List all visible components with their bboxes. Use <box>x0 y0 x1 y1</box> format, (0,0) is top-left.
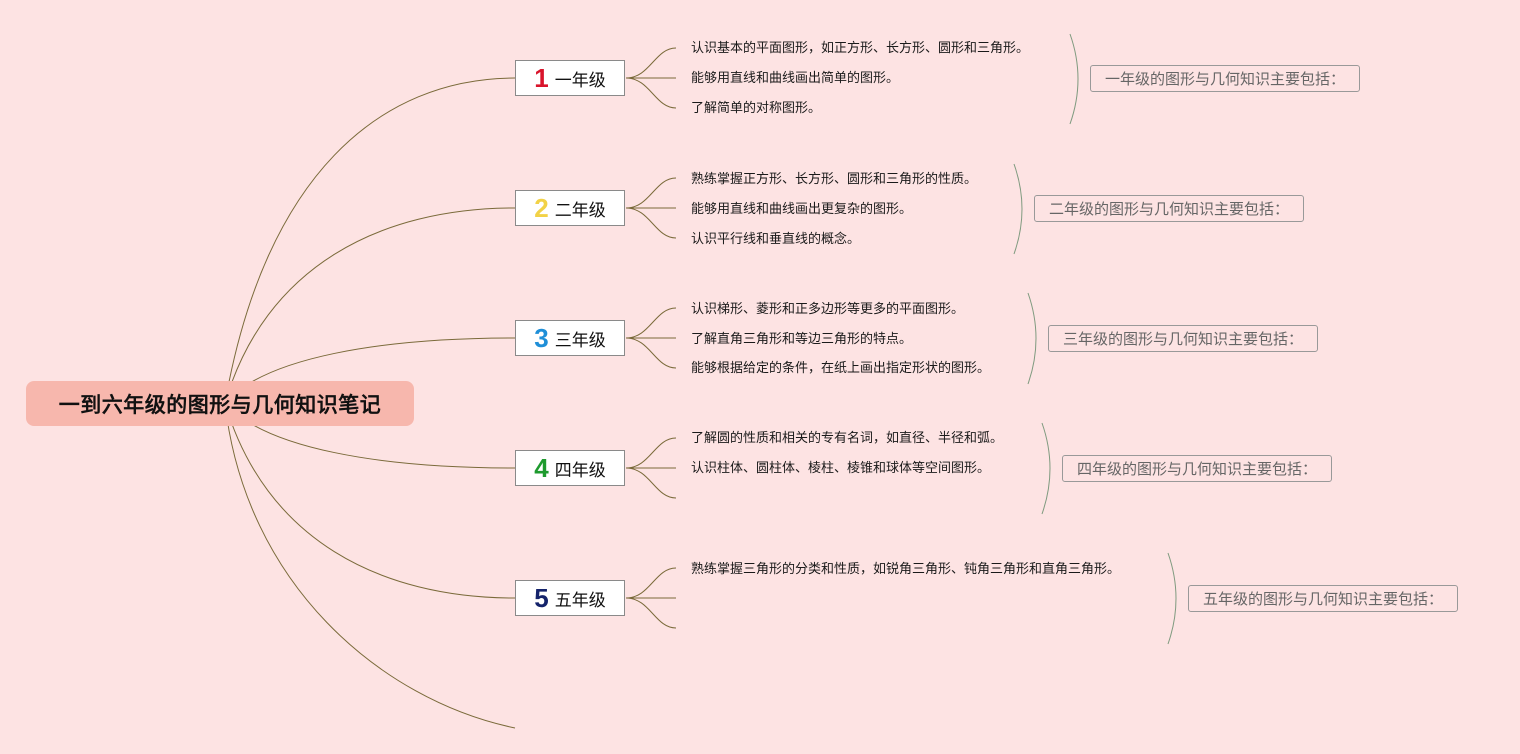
grade-1-branch-3 <box>625 77 677 109</box>
root-to-grade-2-line <box>224 207 516 404</box>
grade-2-item-2: 能够用直线和曲线画出更复杂的图形。 <box>691 202 913 217</box>
grade-1-branch-1 <box>625 47 677 79</box>
grade-2-summary[interactable]: 二年级的图形与几何知识主要包括： <box>1034 195 1305 222</box>
grade-node-5[interactable]: 5 五年级 <box>515 580 625 616</box>
grade-label-3: 三年级 <box>554 330 606 351</box>
grade-3-summary[interactable]: 三年级的图形与几何知识主要包括： <box>1048 325 1319 352</box>
grade-4-summary[interactable]: 四年级的图形与几何知识主要包括： <box>1062 455 1333 482</box>
grade-2-branch-1 <box>625 177 677 209</box>
grade-1-item-2: 能够用直线和曲线画出简单的图形。 <box>691 71 900 86</box>
grade-5-summary[interactable]: 五年级的图形与几何知识主要包括： <box>1188 585 1459 612</box>
grade-node-2[interactable]: 2 二年级 <box>515 190 625 226</box>
grade-5-branch-3 <box>625 597 677 629</box>
grade-number-3: 3 <box>534 323 549 353</box>
grade-number-4: 4 <box>534 453 549 483</box>
grade-2-bracket <box>1013 163 1023 255</box>
grade-label-1: 一年级 <box>554 70 606 91</box>
grade-5-item-1: 熟练掌握三角形的分类和性质，如锐角三角形、钝角三角形和直角三角形。 <box>691 562 1121 577</box>
grade-4-bracket <box>1041 422 1051 515</box>
grade-2-item-3: 认识平行线和垂直线的概念。 <box>691 232 861 247</box>
grade-label-5: 五年级 <box>554 590 606 611</box>
grade-3-item-1: 认识梯形、菱形和正多边形等更多的平面图形。 <box>691 302 965 317</box>
grade-label-4: 四年级 <box>554 460 606 481</box>
grade-3-item-2: 了解直角三角形和等边三角形的特点。 <box>691 332 913 347</box>
grade-4-branch-3 <box>625 467 677 499</box>
grade-4-item-2: 认识柱体、圆柱体、棱柱、棱锥和球体等空间图形。 <box>691 461 991 476</box>
root-to-grade-5-line <box>224 402 516 599</box>
grade-1-item-1: 认识基本的平面图形，如正方形、长方形、圆形和三角形。 <box>691 41 1030 56</box>
root-to-grade-1-line <box>224 77 516 404</box>
grade-4-item-1: 了解圆的性质和相关的专有名词，如直径、半径和弧。 <box>691 431 1004 446</box>
root-to-grade-6-line <box>224 402 516 729</box>
grade-5-branch-1 <box>625 567 677 599</box>
grade-4-branch-1 <box>625 437 677 469</box>
root-title: 一到六年级的图形与几何知识笔记 <box>58 392 382 417</box>
grade-node-3[interactable]: 3 三年级 <box>515 320 625 356</box>
grade-3-item-3: 能够根据给定的条件，在纸上画出指定形状的图形。 <box>691 361 991 376</box>
grade-2-branch-3 <box>625 207 677 239</box>
grade-number-2: 2 <box>534 193 549 223</box>
grade-3-branch-3 <box>625 337 677 369</box>
grade-5-bracket <box>1167 552 1177 645</box>
grade-number-1: 1 <box>534 63 549 93</box>
grade-1-item-3: 了解简单的对称图形。 <box>691 101 822 116</box>
grade-node-4[interactable]: 4 四年级 <box>515 450 625 486</box>
grade-node-1[interactable]: 1 一年级 <box>515 60 625 96</box>
root-topic[interactable]: 一到六年级的图形与几何知识笔记 <box>26 381 414 426</box>
grade-1-bracket <box>1069 33 1079 125</box>
grade-1-summary[interactable]: 一年级的图形与几何知识主要包括： <box>1090 65 1361 92</box>
grade-number-5: 5 <box>534 583 549 613</box>
grade-3-branch-1 <box>625 307 677 339</box>
grade-label-2: 二年级 <box>554 200 606 221</box>
grade-2-item-1: 熟练掌握正方形、长方形、圆形和三角形的性质。 <box>691 172 978 187</box>
grade-3-bracket <box>1027 292 1037 385</box>
